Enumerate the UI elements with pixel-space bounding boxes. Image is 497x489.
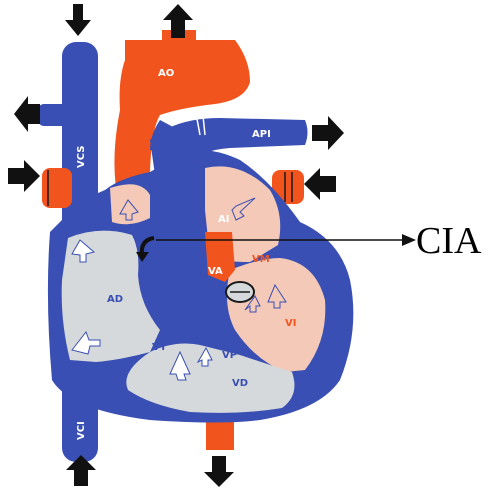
label-vp: VP	[222, 350, 237, 361]
arrow-left-vein	[14, 96, 40, 132]
arrow-left-pulm-right	[304, 168, 336, 200]
label-vm: VM	[252, 254, 270, 265]
mitral-valve	[226, 282, 254, 302]
arrow-down-aorta	[204, 456, 234, 487]
arrow-down-vcs	[65, 4, 91, 36]
label-vci: VCI	[76, 421, 87, 440]
label-ao: AO	[158, 68, 174, 79]
arrow-right-api	[312, 116, 344, 150]
cia-label: CIA	[416, 220, 482, 262]
label-vcs: VCS	[76, 146, 87, 168]
right-pulmonary-veins	[42, 168, 72, 208]
descending-aorta	[206, 420, 234, 450]
arrow-right-pulm-left	[8, 160, 40, 192]
label-vd: VD	[232, 378, 248, 389]
label-api: API	[252, 129, 271, 140]
label-ai: AI	[218, 214, 229, 225]
label-vi: VI	[285, 318, 296, 329]
label-ad: AD	[107, 294, 123, 305]
label-vt: VT	[152, 342, 167, 353]
label-va: VA	[208, 266, 223, 277]
left-vein-top	[38, 104, 68, 126]
